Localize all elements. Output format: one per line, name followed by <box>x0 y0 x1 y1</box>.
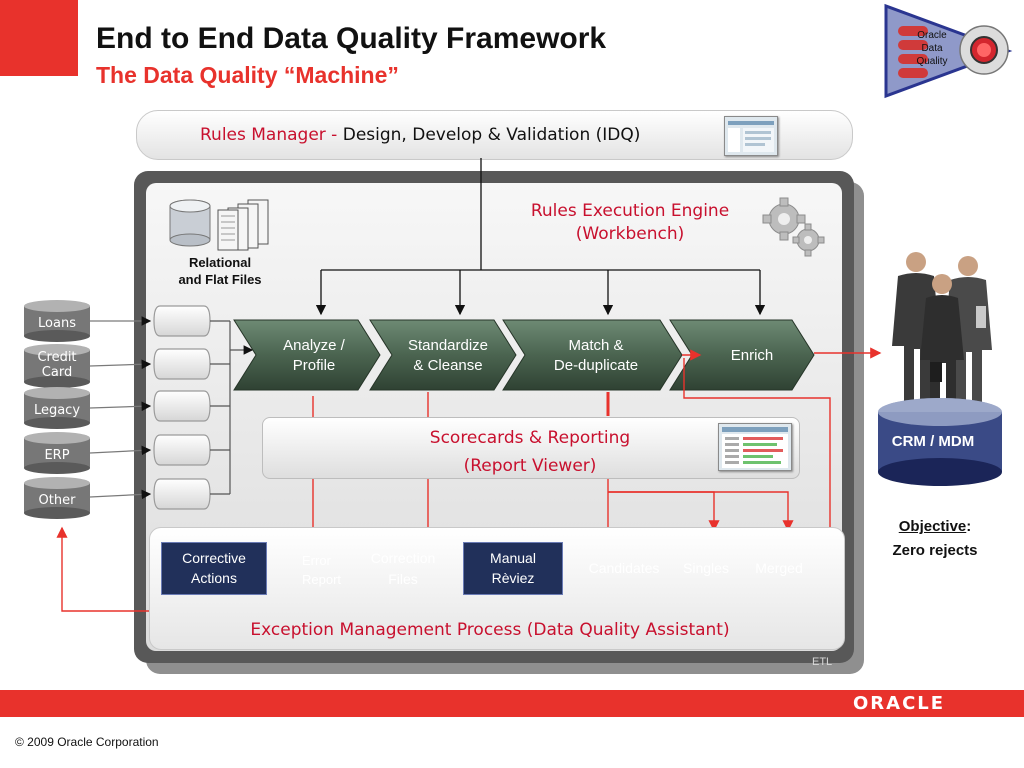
source-loans: Loans <box>24 300 90 347</box>
error-line1: Error <box>302 553 331 568</box>
manual-line1: Manual <box>490 550 536 566</box>
objective-label: Objective <box>898 518 967 535</box>
relational-line1: Relational <box>188 255 252 270</box>
manual-review-box: Manual Rèviez <box>463 542 563 595</box>
step1-line1: Analyze / <box>283 337 345 354</box>
footer-bar <box>0 690 1024 717</box>
candidates-tab: Candidates <box>588 560 660 576</box>
gears-icon <box>760 195 830 265</box>
step3-line1: Match & <box>568 337 624 354</box>
report-viewer-screenshot <box>718 423 792 471</box>
corrective-line2: Actions <box>191 570 237 586</box>
logo-line-data: Data <box>921 43 943 54</box>
etl-label: ETL <box>812 656 833 668</box>
source-erp: ERP <box>24 432 90 479</box>
database-files-icon <box>168 198 274 257</box>
step-standardize-cleanse: Standardize & Cleanse <box>396 336 500 376</box>
process-chevrons <box>233 319 815 391</box>
step2-line2: & Cleanse <box>413 357 483 374</box>
corrective-actions-box: Corrective Actions <box>161 542 267 595</box>
file-tabs <box>153 305 211 510</box>
singles-tab: Singles <box>683 560 729 576</box>
source-legacy: Legacy <box>24 387 90 434</box>
rules-manager-label-red: Rules Manager - <box>200 125 343 145</box>
source-label-credit-card: Credit Card <box>37 350 77 380</box>
step-analyze-profile: Analyze / Profile <box>264 336 364 376</box>
source-label-other: Other <box>38 493 76 508</box>
odq-logo <box>880 2 1016 100</box>
source-label-loans: Loans <box>38 316 76 331</box>
logo-line-quality: Quality <box>916 56 948 67</box>
error-report-doc: Error Report <box>294 551 352 589</box>
step2-line1: Standardize <box>407 337 489 354</box>
page-subtitle: The Data Quality “Machine” <box>96 62 399 88</box>
relational-line2: and Flat Files <box>178 272 262 287</box>
step3-line2: De-duplicate <box>553 357 639 374</box>
scorecards-line1: Scorecards & Reporting <box>429 428 631 448</box>
step1-line2: Profile <box>292 357 336 374</box>
correction-files-tab: Correction Files <box>362 548 444 590</box>
correction-line1: Correction <box>370 550 436 566</box>
corner-red-square <box>0 0 78 76</box>
source-label-erp: ERP <box>44 448 70 463</box>
scorecards-label: Scorecards & Reporting (Report Viewer) <box>400 424 660 480</box>
logo-line-oracle: Oracle <box>917 30 947 41</box>
step-enrich: Enrich <box>700 346 804 366</box>
rules-manager-screenshot <box>724 116 778 156</box>
relational-files-label: Relational and Flat Files <box>150 254 290 288</box>
objective-text: Zero rejects <box>892 542 978 559</box>
odq-logo-text: Oracle Data Quality <box>892 29 972 68</box>
error-line2: Report <box>302 572 342 587</box>
source-label-legacy: Legacy <box>33 403 81 418</box>
source-other: Other <box>24 477 90 524</box>
scorecards-panel <box>262 417 800 479</box>
oracle-logo: ORACLE <box>853 693 946 714</box>
ree-line1: Rules Execution Engine <box>530 201 730 221</box>
rules-manager-label-black: Design, Develop & Validation (IDQ) <box>342 125 641 145</box>
ree-line2: (Workbench) <box>575 224 685 244</box>
correction-line2: Files <box>388 571 418 587</box>
corrective-line1: Corrective <box>182 550 246 566</box>
objective-block: Objective: Zero rejects <box>870 515 1000 563</box>
objective-colon: : <box>966 518 972 535</box>
rules-execution-engine-title: Rules Execution Engine (Workbench) <box>480 200 780 246</box>
source-credit-card: Credit Card <box>24 344 90 393</box>
exception-management-title: Exception Management Process (Data Quali… <box>250 620 730 640</box>
step4-line1: Enrich <box>730 347 774 364</box>
scorecards-line2: (Report Viewer) <box>463 456 597 476</box>
rules-manager-label: Rules Manager - Design, Develop & Valida… <box>200 125 640 145</box>
merged-tab: Merged <box>755 560 803 576</box>
page-title: End to End Data Quality Framework <box>96 22 607 55</box>
crm-mdm-label: CRM / MDM <box>891 433 975 450</box>
copyright: © 2009 Oracle Corporation <box>15 735 159 749</box>
step-match-dedup: Match & De-duplicate <box>534 336 658 376</box>
business-people-image <box>876 244 1006 499</box>
manual-line2: Rèviez <box>491 570 535 586</box>
